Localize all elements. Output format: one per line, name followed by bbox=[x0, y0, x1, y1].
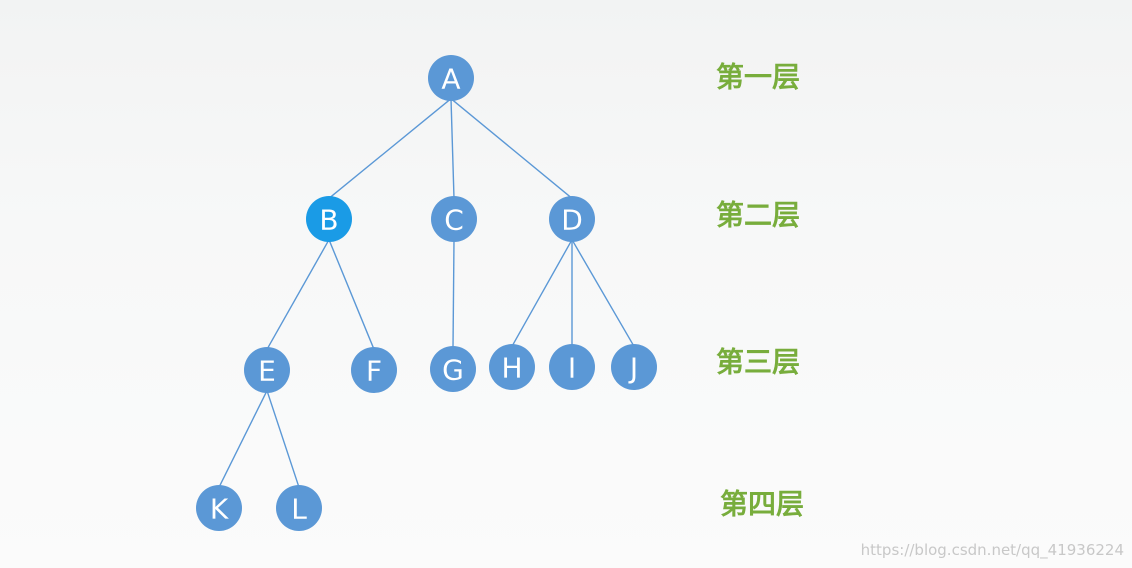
tree-nodes: A B C D E F G H I J K L bbox=[196, 55, 657, 531]
edge-c-g bbox=[452, 239, 455, 349]
node-label-h: H bbox=[501, 352, 522, 385]
node-d: D bbox=[549, 196, 595, 242]
level-label-3: 第三层 bbox=[716, 346, 800, 379]
node-k: K bbox=[196, 485, 242, 531]
node-label-a: A bbox=[441, 63, 460, 96]
node-circle-h bbox=[489, 344, 535, 390]
node-l: L bbox=[276, 485, 322, 531]
node-label-i: I bbox=[568, 352, 576, 385]
level-label-1: 第一层 bbox=[716, 61, 800, 94]
edge-d-h bbox=[511, 239, 573, 347]
node-label-j: J bbox=[628, 352, 638, 385]
node-circle-g bbox=[430, 346, 476, 392]
edge-b-e bbox=[266, 239, 330, 350]
edge-a-b bbox=[328, 98, 452, 199]
node-c: C bbox=[431, 196, 477, 242]
node-circle-i bbox=[549, 344, 595, 390]
node-label-f: F bbox=[366, 355, 382, 388]
node-b: B bbox=[306, 196, 352, 242]
level-label-4: 第四层 bbox=[720, 488, 804, 521]
node-g: G bbox=[430, 346, 476, 392]
edge-e-l bbox=[266, 390, 300, 488]
node-circle-j bbox=[611, 344, 657, 390]
tree-edges bbox=[218, 98, 635, 488]
node-circle-f bbox=[351, 347, 397, 393]
watermark: https://blog.csdn.net/qq_41936224 bbox=[861, 541, 1124, 560]
node-circle-l bbox=[276, 485, 322, 531]
edge-a-c bbox=[450, 98, 455, 199]
node-label-l: L bbox=[291, 493, 307, 526]
node-label-g: G bbox=[442, 354, 464, 387]
node-f: F bbox=[351, 347, 397, 393]
node-circle-e bbox=[244, 347, 290, 393]
node-circle-d bbox=[549, 196, 595, 242]
node-label-c: C bbox=[444, 204, 464, 237]
edge-b-f bbox=[328, 239, 375, 350]
node-circle-b bbox=[306, 196, 352, 242]
node-label-k: K bbox=[210, 493, 229, 526]
edge-e-k bbox=[218, 390, 268, 488]
level-label-2: 第二层 bbox=[716, 199, 800, 232]
node-label-e: E bbox=[258, 355, 276, 388]
node-label-d: D bbox=[561, 204, 583, 237]
node-e: E bbox=[244, 347, 290, 393]
edge-d-j bbox=[571, 239, 635, 347]
node-label-b: B bbox=[319, 204, 338, 237]
node-j: J bbox=[611, 344, 657, 390]
node-circle-c bbox=[431, 196, 477, 242]
node-h: H bbox=[489, 344, 535, 390]
node-i: I bbox=[549, 344, 595, 390]
node-circle-k bbox=[196, 485, 242, 531]
node-circle-a bbox=[428, 55, 474, 101]
edge-a-d bbox=[450, 98, 573, 199]
node-a: A bbox=[428, 55, 474, 101]
level-labels: 第一层 第二层 第三层 第四层 bbox=[716, 61, 804, 521]
